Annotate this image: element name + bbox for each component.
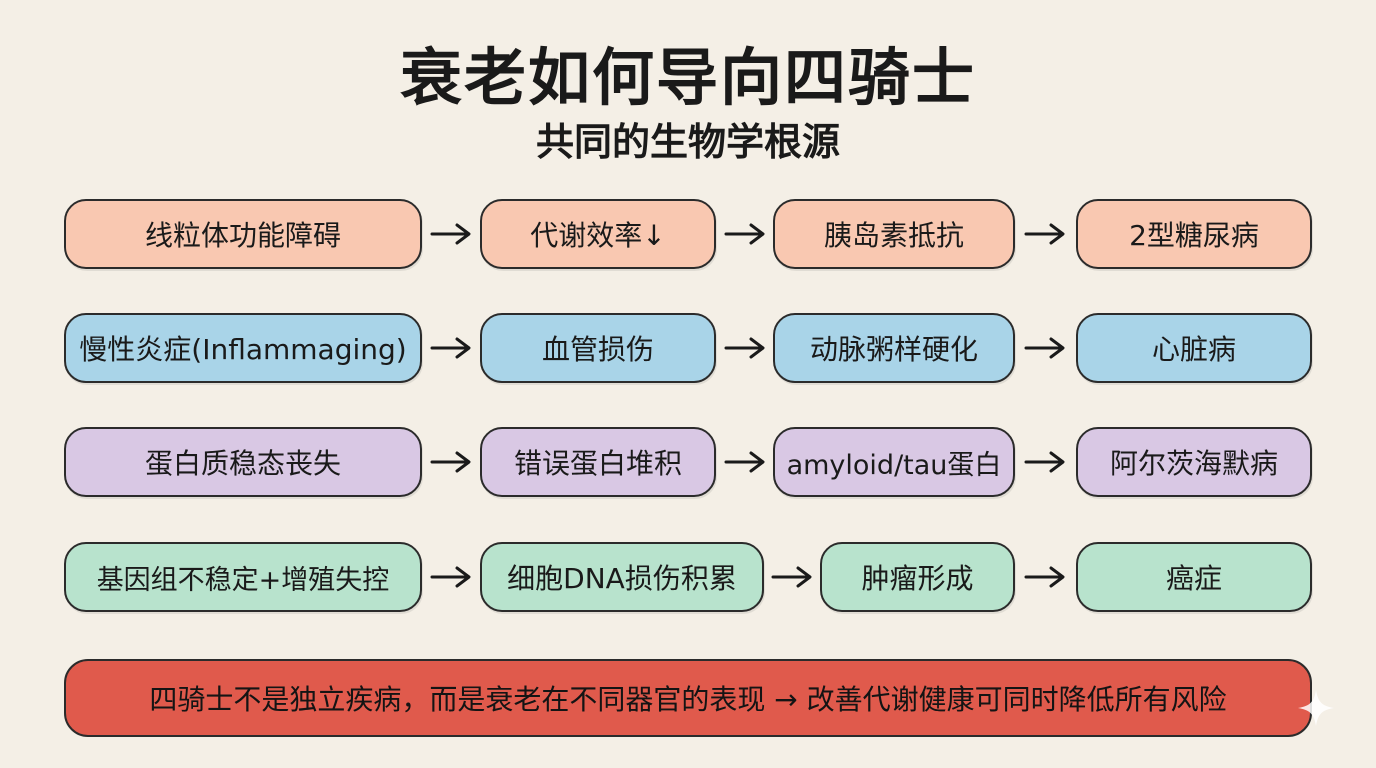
page-title: 衰老如何导向四骑士 [399,41,976,114]
pathway-row-proteostasis: 蛋白质稳态丧失 错误蛋白堆积 amyloid/tau蛋白 阿尔茨海默病 [0,427,1376,501]
node-chronic-inflammation: 慢性炎症(Inflammaging) [64,313,422,383]
node-tumor-formation: 肿瘤形成 [820,542,1015,612]
node-insulin-resistance: 胰岛素抵抗 [773,199,1015,269]
node-alzheimers: 阿尔茨海默病 [1076,427,1312,497]
right-arrow-icon [426,199,476,269]
node-heart-disease: 心脏病 [1076,313,1312,383]
right-arrow-icon [1020,427,1070,497]
pathway-row-metabolic: 线粒体功能障碍 代谢效率↓ 胰岛素抵抗 2型糖尿病 [0,199,1376,273]
node-proteostasis-loss: 蛋白质稳态丧失 [64,427,422,497]
node-cancer: 癌症 [1076,542,1312,612]
node-mitochondrial-dysfunction: 线粒体功能障碍 [64,199,422,269]
pathway-row-inflammation: 慢性炎症(Inflammaging) 血管损伤 动脉粥样硬化 心脏病 [0,313,1376,387]
node-dna-damage-accumulation: 细胞DNA损伤积累 [480,542,764,612]
right-arrow-icon [1020,199,1070,269]
node-misfolded-protein-buildup: 错误蛋白堆积 [480,427,716,497]
node-atherosclerosis: 动脉粥样硬化 [773,313,1015,383]
right-arrow-icon [1020,313,1070,383]
sparkle-icon [1296,688,1336,728]
node-vascular-damage: 血管损伤 [480,313,716,383]
right-arrow-icon [1020,542,1070,612]
page-subtitle: 共同的生物学根源 [535,120,840,164]
node-amyloid-tau: amyloid/tau蛋白 [773,427,1015,497]
node-type2-diabetes: 2型糖尿病 [1076,199,1312,269]
pathway-row-genome: 基因组不稳定+增殖失控 细胞DNA损伤积累 肿瘤形成 癌症 [0,542,1376,616]
right-arrow-icon [720,427,770,497]
node-genome-instability: 基因组不稳定+增殖失控 [64,542,422,612]
right-arrow-icon [720,199,770,269]
right-arrow-icon [767,542,817,612]
right-arrow-icon [426,542,476,612]
right-arrow-icon [720,313,770,383]
summary-banner: 四骑士不是独立疾病，而是衰老在不同器官的表现 → 改善代谢健康可同时降低所有风险 [64,659,1312,737]
right-arrow-icon [426,313,476,383]
right-arrow-icon [426,427,476,497]
node-metabolic-efficiency-down: 代谢效率↓ [480,199,716,269]
